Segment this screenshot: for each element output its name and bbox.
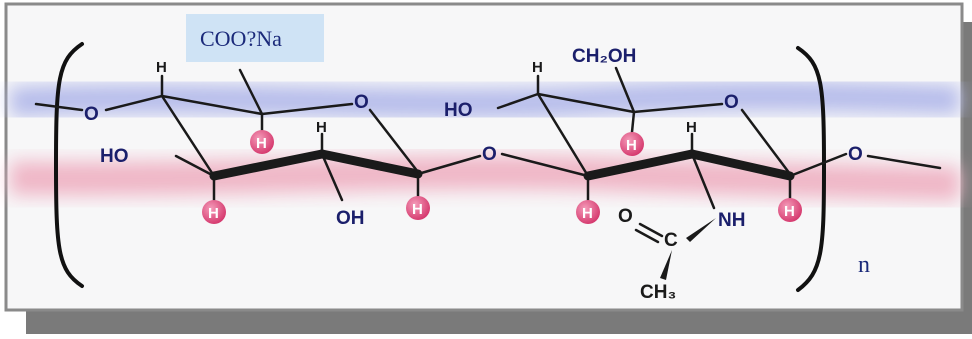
svg-text:O: O	[84, 104, 99, 125]
glycosidic-o: O	[482, 144, 497, 165]
svg-text:O: O	[618, 206, 633, 227]
h-atom-circles: H H H H H H	[202, 130, 802, 224]
h-circle: H	[202, 200, 226, 224]
left-bracket	[53, 42, 84, 288]
h-circle: H	[778, 198, 802, 222]
svg-text:H: H	[316, 119, 327, 136]
ring-1: O O H HO H OH	[34, 59, 482, 229]
svg-text:H: H	[582, 205, 593, 222]
right-bracket	[796, 46, 827, 292]
ring-2: O H HO CH₂OH H O NH C O CH₃	[444, 46, 942, 303]
svg-text:H: H	[686, 119, 697, 136]
svg-text:O: O	[848, 144, 863, 165]
svg-text:H: H	[208, 205, 219, 222]
svg-text:O: O	[354, 92, 369, 113]
h-circle: H	[576, 200, 600, 224]
svg-text:HO: HO	[100, 146, 129, 167]
svg-text:H: H	[784, 203, 795, 220]
svg-text:HO: HO	[444, 100, 473, 121]
svg-text:NH: NH	[718, 210, 745, 231]
svg-text:H: H	[626, 137, 637, 154]
svg-text:H: H	[412, 201, 423, 218]
h-circle: H	[620, 132, 644, 156]
svg-text:C: C	[664, 230, 678, 251]
svg-text:O: O	[724, 92, 739, 113]
svg-text:H: H	[532, 59, 543, 76]
svg-text:H: H	[256, 135, 267, 152]
h-circle: H	[250, 130, 274, 154]
svg-text:CH₂OH: CH₂OH	[572, 46, 636, 67]
h-circle: H	[406, 196, 430, 220]
substituent-label: COO?Na	[200, 26, 282, 51]
svg-text:H: H	[156, 59, 167, 76]
substituent-box	[186, 14, 324, 62]
repeat-count-label: n	[858, 252, 870, 278]
svg-text:OH: OH	[336, 208, 365, 229]
pink-band	[9, 155, 961, 201]
svg-text:CH₃: CH₃	[640, 282, 676, 303]
